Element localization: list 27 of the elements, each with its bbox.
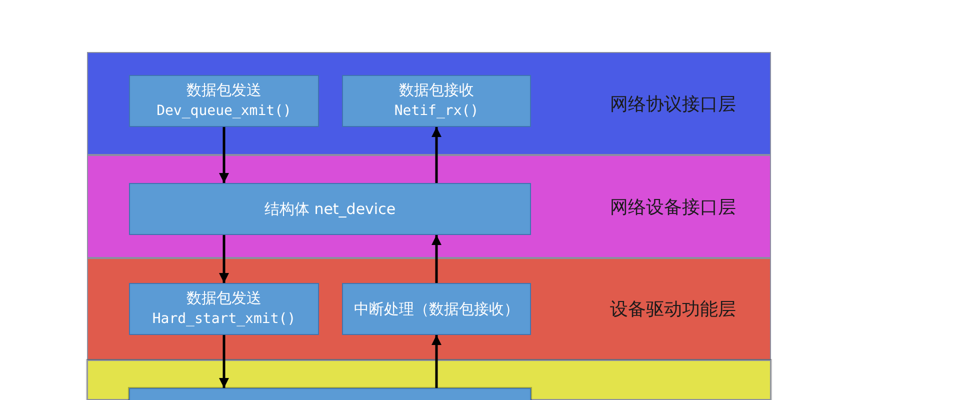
box-label: Hard_start_xmit()	[152, 310, 296, 329]
layer-band	[87, 52, 771, 155]
arrow	[219, 335, 229, 388]
box-heading: 数据包发送	[186, 80, 262, 101]
box-label: Netif_rx()	[394, 102, 479, 121]
layer-label: 网络设备接口层	[609, 196, 737, 218]
process-box	[129, 75, 319, 127]
box-heading: 数据包接收	[399, 80, 474, 101]
layer-band	[87, 155, 771, 258]
layer-band	[87, 360, 771, 400]
box-label: 中断处理（数据包接收）	[354, 298, 519, 320]
process-box	[129, 388, 531, 400]
arrow	[219, 127, 229, 183]
arrow	[432, 235, 442, 283]
arrow	[432, 127, 442, 183]
process-box	[129, 283, 319, 335]
layer-band	[87, 258, 771, 360]
arrow	[219, 235, 229, 283]
box-label: Dev_queue_xmit()	[156, 102, 292, 121]
box-heading: 数据包发送	[186, 288, 262, 309]
process-box	[342, 283, 531, 335]
box-label: 结构体 net_device	[264, 198, 396, 220]
layer-label: 设备驱动功能层	[609, 298, 737, 321]
arrow	[432, 335, 442, 388]
layer-label: 网络协议接口层	[609, 92, 737, 116]
process-box	[129, 183, 531, 235]
process-box	[342, 75, 531, 127]
